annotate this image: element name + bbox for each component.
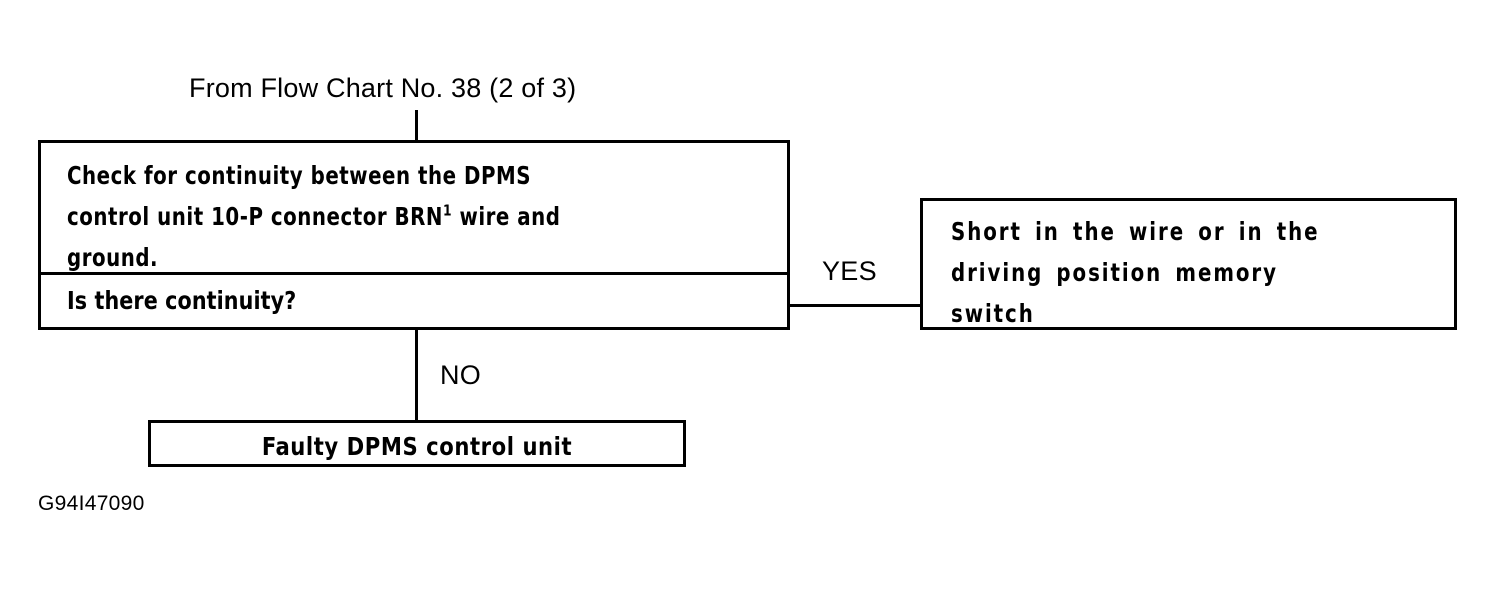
instruction-line-2-post: wire and xyxy=(452,202,561,231)
instruction-line-3: ground. xyxy=(67,243,159,272)
question-instruction-text: Check for continuity between the DPMS co… xyxy=(67,155,692,278)
yes-connector-line xyxy=(790,304,920,307)
brn-superscript: 1 xyxy=(443,201,453,220)
yes-result-line-1: Short in the wire or in the xyxy=(951,217,1320,246)
no-result-text: Faulty DPMS control unit xyxy=(261,432,573,461)
yes-result-line-3: switch xyxy=(951,299,1035,328)
question-box: Check for continuity between the DPMS co… xyxy=(38,140,790,330)
figure-caption: G94I47090 xyxy=(38,492,145,515)
yes-branch-label: YES xyxy=(822,256,877,286)
yes-result-box: Short in the wire or in the driving posi… xyxy=(920,198,1457,330)
no-result-box: Faulty DPMS control unit xyxy=(148,420,686,467)
instruction-line-1: Check for continuity between the DPMS xyxy=(67,161,532,190)
yes-result-line-2: driving position memory xyxy=(951,258,1278,287)
entry-label: From Flow Chart No. 38 (2 of 3) xyxy=(189,73,577,103)
yes-result-text: Short in the wire or in the driving posi… xyxy=(951,211,1383,334)
question-prompt-text: Is there continuity? xyxy=(67,286,297,315)
no-branch-label: NO xyxy=(440,360,482,390)
no-connector-line xyxy=(415,330,418,420)
question-box-divider xyxy=(38,272,790,275)
entry-connector-line xyxy=(415,110,418,142)
instruction-line-2-pre: control unit 10-P connector BRN xyxy=(67,202,444,231)
